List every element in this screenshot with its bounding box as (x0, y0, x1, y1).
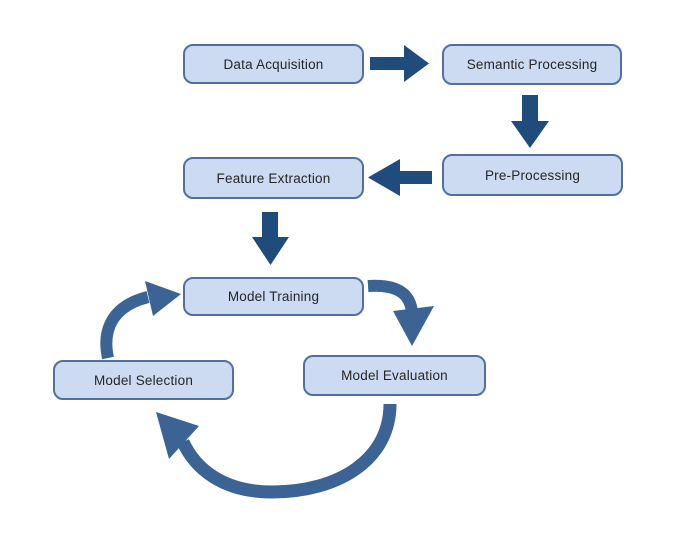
node-semantic-processing-label: Semantic Processing (466, 57, 598, 72)
node-semantic-processing: Semantic Processing (442, 44, 622, 85)
arrowhead-model-training-icon (145, 281, 181, 316)
node-pre-processing-label: Pre-Processing (484, 167, 581, 183)
node-data-acquisition: Data Acquisition (183, 44, 364, 84)
node-pre-processing: Pre-Processing (442, 154, 623, 196)
node-feature-extraction: Feature Extraction (183, 157, 364, 199)
node-model-evaluation: Model Evaluation (303, 355, 486, 396)
node-model-training-label: Model Training (227, 289, 320, 304)
node-model-evaluation-label: Model Evaluation (341, 368, 448, 383)
arrow-data-acquisition-to-semantic-processing-icon (370, 45, 429, 82)
arrow-model-selection-to-model-training-icon (100, 291, 150, 360)
arrowhead-model-selection-icon (156, 412, 199, 459)
arrowhead-model-evaluation-icon (393, 306, 434, 346)
node-model-training: Model Training (183, 277, 364, 316)
node-model-selection: Model Selection (53, 360, 234, 400)
node-data-acquisition-label: Data Acquisition (223, 56, 324, 72)
node-model-selection-label: Model Selection (93, 372, 194, 388)
arrow-model-training-to-model-evaluation-icon (367, 279, 418, 314)
arrow-model-evaluation-to-model-selection-icon (177, 403, 397, 499)
arrow-semantic-processing-to-pre-processing-icon (511, 95, 549, 148)
node-feature-extraction-label: Feature Extraction (216, 170, 331, 186)
arrow-pre-processing-to-feature-extraction-icon (368, 159, 432, 196)
arrow-feature-extraction-to-model-training-icon (252, 212, 289, 265)
